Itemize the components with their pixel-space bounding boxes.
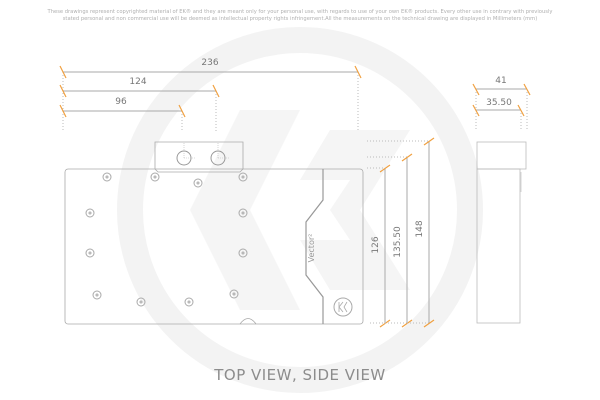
dimension-label-135-50: 135.50 bbox=[393, 226, 403, 258]
disclaimer-line-1: These drawings represent copyrighted mat… bbox=[47, 9, 553, 15]
waterblock-top-view bbox=[64, 141, 364, 325]
dimension-236: 236 bbox=[59, 58, 362, 132]
page-title: TOP VIEW, SIDE VIEW bbox=[214, 366, 386, 384]
vector-label: Vector² bbox=[307, 234, 316, 263]
dimension-label-126: 126 bbox=[371, 236, 381, 253]
dimension-label-148: 148 bbox=[415, 220, 425, 237]
screws bbox=[85, 172, 248, 307]
dimension-label-41: 41 bbox=[495, 76, 506, 86]
dimension-label-236: 236 bbox=[201, 58, 218, 68]
copyright-disclaimer: These drawings represent copyrighted mat… bbox=[0, 9, 600, 23]
dimension-124: 124 bbox=[59, 77, 220, 132]
dimension-label-96: 96 bbox=[115, 97, 127, 107]
dimension-126: 126 bbox=[367, 164, 391, 328]
ek-logo-icon bbox=[333, 297, 353, 317]
ports bbox=[176, 143, 230, 166]
disclaimer-line-2: stated personal and non commercial use w… bbox=[62, 16, 538, 22]
dimension-35-50: 35.50 bbox=[472, 98, 525, 130]
dimension-148: 148 bbox=[367, 137, 435, 328]
dimension-41: 41 bbox=[472, 76, 531, 130]
dimension-label-124: 124 bbox=[129, 77, 146, 87]
dimension-label-35-50: 35.50 bbox=[486, 98, 512, 108]
dimension-96: 96 bbox=[59, 97, 186, 132]
waterblock-side-view bbox=[476, 141, 527, 324]
